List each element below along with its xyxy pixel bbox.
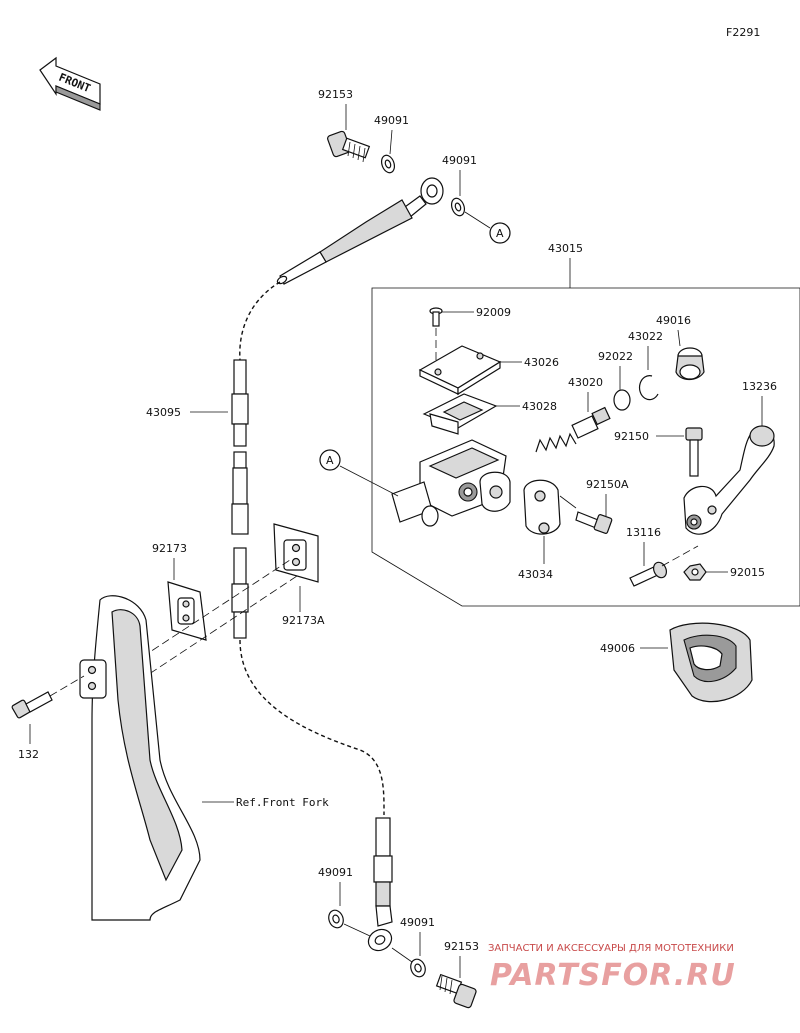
reservoir-cap-43026-icon — [418, 345, 502, 396]
label-92153-bottom: 92153 — [444, 940, 479, 953]
label-49091-bot-b: 49091 — [400, 916, 435, 929]
hose-fitting-bottom-icon — [367, 817, 393, 952]
label-43034: 43034 — [518, 568, 553, 581]
front-arrow-icon: FRONT — [39, 56, 101, 111]
bolt-92150A-icon — [575, 511, 613, 534]
assembly-43015-frame — [371, 287, 800, 607]
label-49091-top-a: 49091 — [374, 114, 409, 127]
label-92173: 92173 — [152, 542, 187, 555]
label-43095: 43095 — [146, 406, 181, 419]
bolt-132-icon — [11, 691, 53, 719]
hose-clamp-92173A-icon — [273, 523, 319, 583]
hose-clamp-92173-icon — [167, 581, 207, 641]
cover-49006-icon — [669, 622, 753, 703]
label-92173A: 92173A — [282, 614, 325, 627]
screw-92009-icon — [429, 307, 443, 327]
ref-a-left-circle — [319, 449, 341, 471]
label-92015: 92015 — [730, 566, 765, 579]
brake-lever-13236-icon — [683, 425, 775, 535]
ref-a-top-circle — [489, 222, 511, 244]
brake-hose-line — [239, 281, 385, 816]
label-ref-front-fork: Ref.Front Fork — [236, 796, 329, 809]
label-43026: 43026 — [524, 356, 559, 369]
diaphragm-43028-icon — [422, 393, 498, 435]
label-43020: 43020 — [568, 376, 603, 389]
label-92022: 92022 — [598, 350, 633, 363]
label-43028: 43028 — [522, 400, 557, 413]
label-132: 132 — [18, 748, 39, 761]
label-49016: 49016 — [656, 314, 691, 327]
label-49006: 49006 — [600, 642, 635, 655]
bolt-92150-icon — [685, 427, 703, 477]
watermark-brand: PARTSFOR.RU — [490, 958, 736, 993]
brake-hose-icon — [231, 359, 249, 639]
watermark-caption: ЗАПЧАСТИ И АКСЕССУАРЫ ДЛЯ МОТОТЕХНИКИ — [488, 943, 734, 954]
banjo-bolt-top-icon — [327, 130, 371, 163]
label-92153-top: 92153 — [318, 88, 353, 101]
label-13116: 13116 — [626, 526, 661, 539]
washer-92022-icon — [613, 389, 631, 411]
label-43015: 43015 — [548, 242, 583, 255]
label-43022: 43022 — [628, 330, 663, 343]
piston-kit-43020-icon — [535, 406, 611, 453]
ref-a-left-label: A — [326, 454, 334, 467]
nut-92015-icon — [683, 563, 707, 581]
master-cylinder-body-icon — [391, 439, 511, 527]
label-92150: 92150 — [614, 430, 649, 443]
clamp-43034-icon — [523, 479, 561, 535]
pivot-bolt-13116-icon — [629, 561, 668, 587]
label-13236: 13236 — [742, 380, 777, 393]
label-92150A: 92150A — [586, 478, 629, 491]
banjo-bolt-bottom-icon — [435, 973, 477, 1009]
hose-fitting-top-icon — [276, 177, 444, 285]
label-49091-bot-a: 49091 — [318, 866, 353, 879]
circlip-43022-icon — [638, 375, 659, 401]
front-fork-icon — [79, 595, 201, 921]
label-49091-top-b: 49091 — [442, 154, 477, 167]
label-92009: 92009 — [476, 306, 511, 319]
figure-code: F2291 — [726, 26, 760, 39]
ref-a-top-label: A — [496, 227, 504, 240]
dust-boot-49016-icon — [675, 347, 705, 381]
